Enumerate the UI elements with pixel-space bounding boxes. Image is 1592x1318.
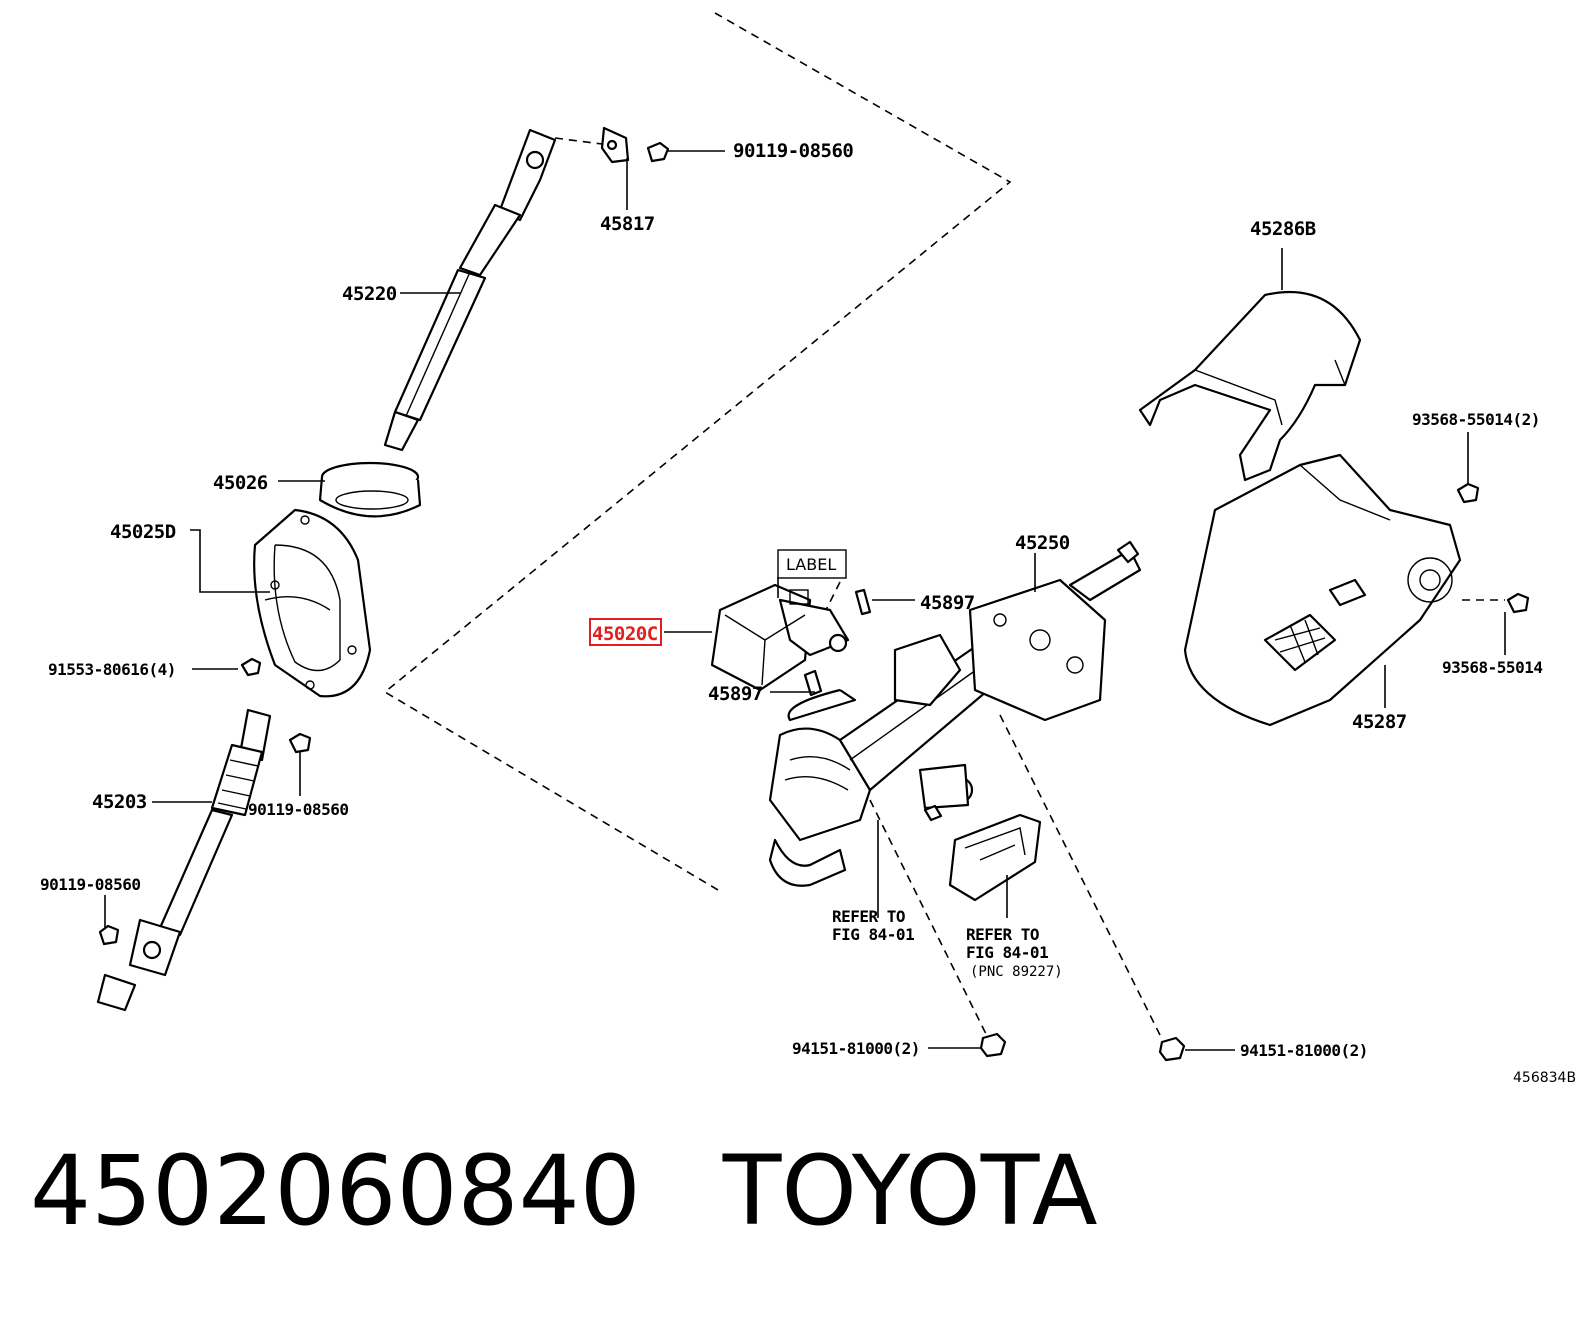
assembly-outline bbox=[383, 12, 1012, 891]
intermediate-shaft bbox=[383, 126, 670, 452]
label-93568-2: 93568-55014(2) bbox=[1412, 410, 1540, 429]
label-45026: 45026 bbox=[213, 472, 268, 494]
steering-lock-assembly bbox=[710, 583, 872, 697]
label-93568: 93568-55014 bbox=[1442, 658, 1542, 677]
steering-column bbox=[768, 540, 1142, 887]
footer-title: 4502060840 TOYOTA bbox=[30, 1135, 1098, 1247]
label-45020C[interactable]: 45020C bbox=[592, 623, 658, 645]
lower-shaft bbox=[96, 708, 312, 1012]
refer2-line1: REFER TO bbox=[966, 925, 1039, 944]
label-45287: 45287 bbox=[1352, 711, 1407, 733]
label-tag bbox=[777, 549, 847, 579]
bracket-sensor bbox=[948, 813, 1042, 902]
label-45220: 45220 bbox=[342, 283, 397, 305]
part-number: 4502060840 bbox=[30, 1135, 641, 1247]
lower-column-cover bbox=[1183, 453, 1462, 727]
figure-code: 456834B bbox=[1513, 1070, 1576, 1086]
label-45250: 45250 bbox=[1015, 532, 1070, 554]
label-91553: 91553-80616(4) bbox=[48, 660, 176, 679]
refer2-line2: FIG 84-01 bbox=[966, 943, 1048, 962]
brand-name: TOYOTA bbox=[722, 1135, 1098, 1247]
column-hole-cover bbox=[253, 508, 372, 698]
label-94151-right: 94151-81000(2) bbox=[1240, 1041, 1368, 1060]
label-45286B: 45286B bbox=[1250, 218, 1316, 240]
refer1-line2: FIG 84-01 bbox=[832, 925, 914, 944]
label-45025D: 45025D bbox=[110, 521, 176, 543]
label-45897-a: 45897 bbox=[920, 592, 975, 614]
refer2-line3: (PNC 89227) bbox=[970, 964, 1063, 980]
label-box-text: LABEL bbox=[786, 555, 836, 574]
label-90119-mid: 90119-08560 bbox=[248, 800, 348, 819]
label-45203: 45203 bbox=[92, 791, 147, 813]
label-90119-low: 90119-08560 bbox=[40, 875, 140, 894]
label-94151-left: 94151-81000(2) bbox=[792, 1039, 920, 1058]
upper-column-cover bbox=[1138, 290, 1362, 482]
parts-diagram: 90119-08560 45817 45220 45026 45025D 915… bbox=[40, 12, 1576, 1086]
label-90119-top: 90119-08560 bbox=[733, 140, 853, 162]
refer1-line1: REFER TO bbox=[832, 907, 905, 926]
label-45817: 45817 bbox=[600, 213, 655, 235]
highlight-box bbox=[589, 618, 662, 646]
label-45897-b: 45897 bbox=[708, 683, 763, 705]
dust-seal bbox=[318, 461, 422, 518]
